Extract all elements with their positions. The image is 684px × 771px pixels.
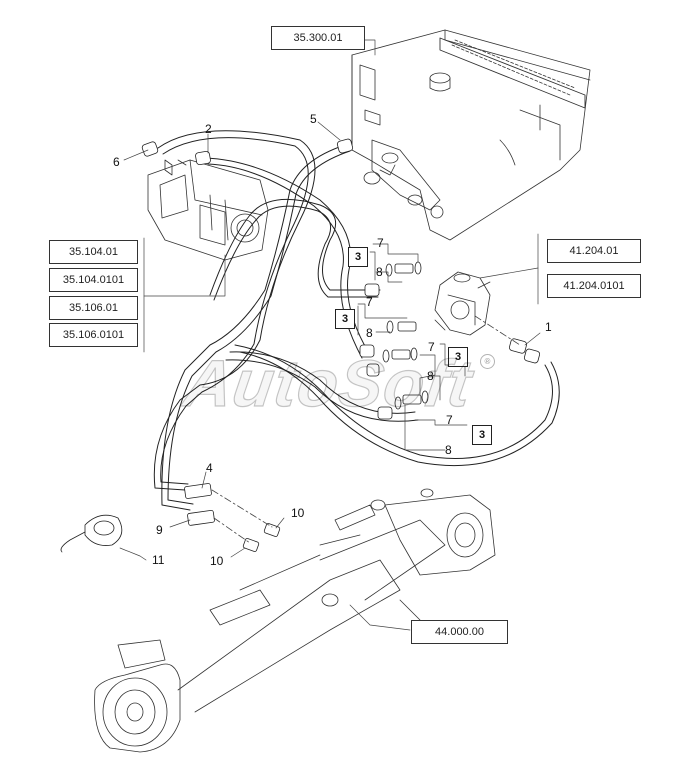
callout-10a: 10: [291, 506, 305, 520]
control-valve: [434, 271, 491, 336]
callout-2: 2: [205, 122, 212, 136]
callout-7c: 7: [428, 340, 435, 354]
callout-7a: 7: [377, 236, 384, 250]
ref-valve-a[interactable]: 41.204.01: [547, 239, 641, 263]
boxed-callout-3b: 3: [335, 309, 355, 329]
callout-8b: 8: [366, 326, 373, 340]
adapters-and-o-rings: [242, 261, 429, 552]
watermark: AutoSoft: [179, 345, 477, 420]
hose-fittings: [141, 138, 541, 526]
boxed-callout-3a: 3: [348, 247, 368, 267]
protective-cap: [60, 514, 123, 553]
callout-10b: 10: [210, 554, 224, 568]
callout-6: 6: [113, 155, 120, 169]
hydraulic-tank: [351, 29, 591, 241]
callout-8a: 8: [376, 265, 383, 279]
boxed-callout-3d: 3: [472, 425, 492, 445]
callout-8d: 8: [445, 443, 452, 457]
ref-pump-c[interactable]: 35.106.01: [49, 296, 138, 320]
leader-lines: [119, 39, 541, 631]
boxed-callout-3c: 3: [448, 347, 468, 367]
ref-valve-b[interactable]: 41.204.0101: [547, 274, 641, 298]
ref-axle[interactable]: 44.000.00: [411, 620, 508, 644]
hydraulic-hoses: [153, 130, 560, 511]
callout-5: 5: [310, 112, 317, 126]
registered-mark: ®: [480, 354, 495, 369]
ref-pump-b[interactable]: 35.104.0101: [49, 268, 138, 292]
hydraulic-pump: [147, 159, 269, 261]
ref-pump-a[interactable]: 35.104.01: [49, 240, 138, 264]
callout-9: 9: [156, 523, 163, 537]
callout-4: 4: [206, 461, 213, 475]
callout-1: 1: [545, 320, 552, 334]
callout-8c: 8: [427, 369, 434, 383]
ref-tank[interactable]: 35.300.01: [271, 26, 365, 50]
callout-7b: 7: [366, 295, 373, 309]
ref-pump-d[interactable]: 35.106.0101: [49, 323, 138, 347]
callout-7d: 7: [446, 413, 453, 427]
front-axle: [94, 488, 496, 753]
assembly-lines: [211, 315, 521, 544]
callout-11: 11: [152, 553, 165, 567]
